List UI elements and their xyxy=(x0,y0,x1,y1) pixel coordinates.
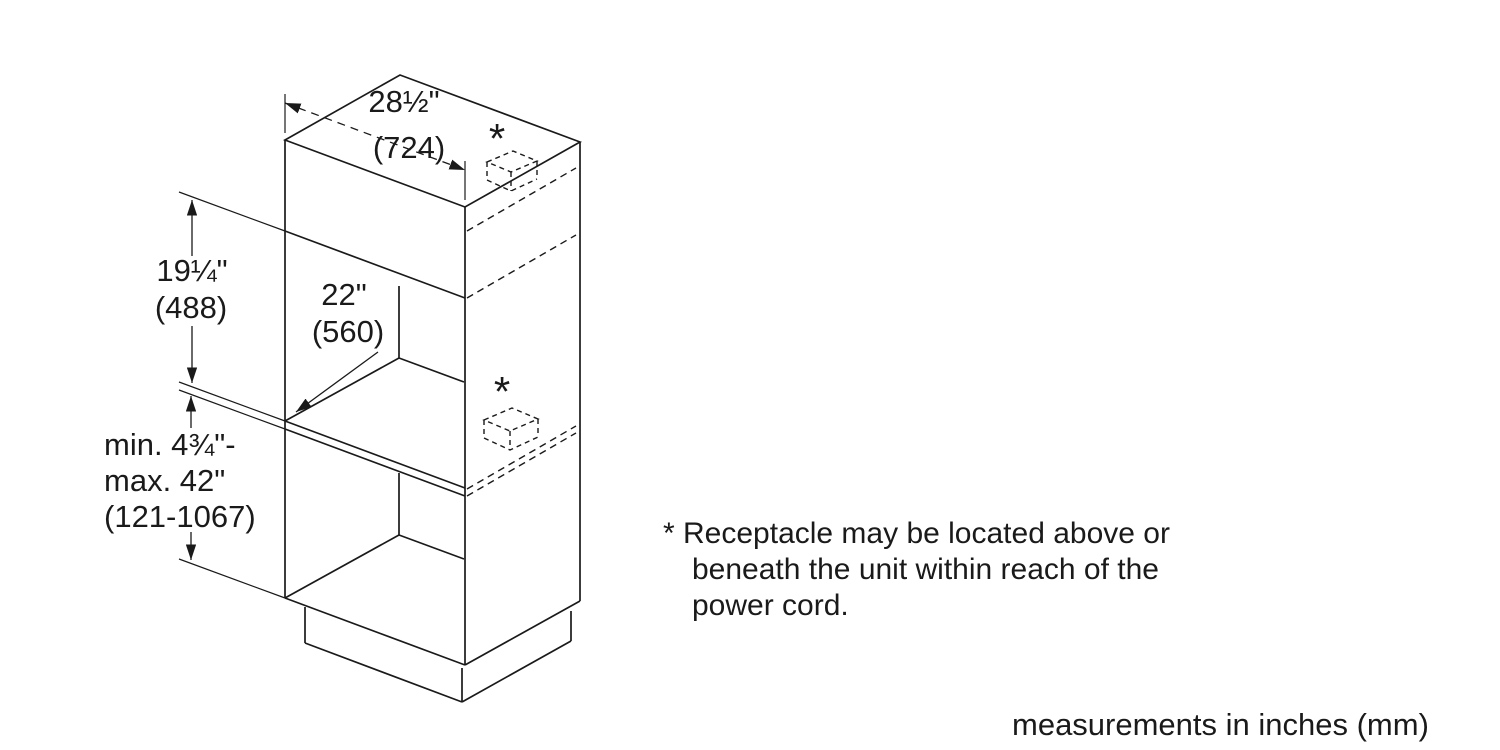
cutout-height-mm-label: (488) xyxy=(155,290,227,325)
height-extension-bottom xyxy=(178,381,286,422)
cabinet-outline xyxy=(282,74,583,666)
height-extension-top xyxy=(178,191,286,232)
shelf-top-edge xyxy=(284,420,466,489)
hidden-edges xyxy=(466,167,577,497)
width-mm-label: (724) xyxy=(373,130,445,165)
cabinet-front-bottom-edge xyxy=(284,597,466,666)
upper-cavity-floor-left-edge xyxy=(284,357,400,422)
receptacle-note: * Receptacle may be located above or ben… xyxy=(663,516,1170,624)
clearance-min-label: min. 4¾"- xyxy=(104,427,236,462)
clearance-mm-label: (121-1067) xyxy=(104,499,256,534)
receptacle-asterisk-lower: * xyxy=(494,368,510,415)
hidden-cutout-top-edge xyxy=(466,234,577,299)
receptacle-note-line-2: beneath the unit within reach of the xyxy=(692,553,1159,586)
hidden-top-panel-edge xyxy=(466,167,577,232)
receptacle-box-upper xyxy=(485,150,539,192)
receptacle-asterisk-upper: * xyxy=(489,115,505,162)
receptacle-box-upper-bottom xyxy=(486,178,538,192)
lower-cavity-floor-back-edge xyxy=(398,534,465,560)
shelf-bottom-edge xyxy=(284,428,466,497)
receptacle-box-lower-top xyxy=(482,407,540,432)
plinth-front-bottom-edge xyxy=(304,642,463,703)
receptacle-note-line-1: * Receptacle may be located above or xyxy=(663,517,1170,550)
cutout-top-edge xyxy=(284,230,466,299)
width-dimension-line xyxy=(284,102,466,171)
receptacle-box-lower xyxy=(482,407,540,451)
cabinet-plinth xyxy=(304,607,572,703)
depth-inches-label: 22" xyxy=(321,277,367,312)
lower-cavity-interior xyxy=(284,473,465,599)
receptacle-note-line-3: power cord. xyxy=(692,589,849,622)
upper-cavity-floor-back-edge xyxy=(398,357,465,383)
hidden-shelf-top-edge xyxy=(466,425,577,490)
label-bg-height xyxy=(148,256,236,326)
lower-cavity-floor-left-edge xyxy=(284,534,400,599)
receptacle-box-lower-bottom xyxy=(483,436,539,451)
units-note: measurements in inches (mm) xyxy=(1012,707,1429,742)
depth-arrow xyxy=(295,351,379,413)
cutout-height-inches-label: 19¼" xyxy=(156,253,227,288)
hidden-shelf-bottom-edge xyxy=(466,432,577,497)
depth-mm-label: (560) xyxy=(312,314,384,349)
cabinet-side-bottom-edge xyxy=(464,600,581,666)
plinth-side-bottom-edge xyxy=(461,640,572,703)
label-bg-clearance xyxy=(100,428,275,532)
clearance-max-label: max. 42" xyxy=(104,463,225,498)
clearance-extension-top xyxy=(178,389,286,430)
dimension-width xyxy=(284,94,466,200)
width-inches-label: 28½" xyxy=(368,84,439,119)
clearance-extension-bottom xyxy=(178,558,286,599)
